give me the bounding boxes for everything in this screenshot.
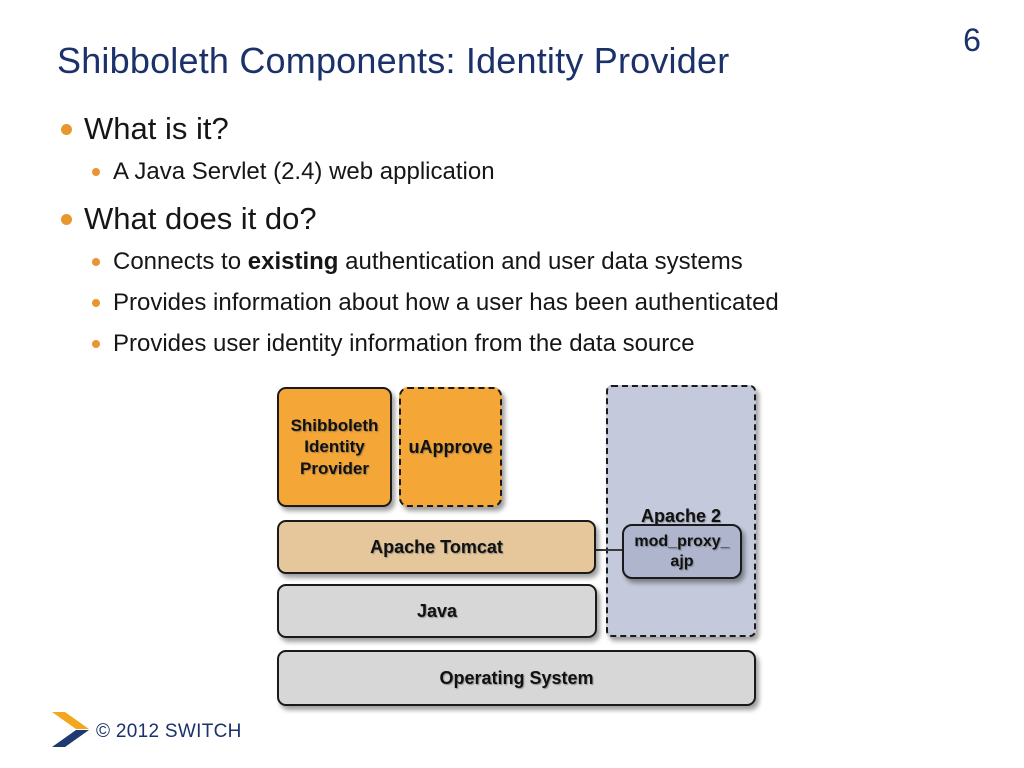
bullet-heading-label: What does it do? [84, 201, 317, 236]
diagram-box-mod-proxy-ajp: mod_proxy_ ajp [622, 524, 742, 579]
bullet-icon [92, 258, 100, 266]
bullet-item: Connects to existing authentication and … [92, 248, 743, 276]
bullet-icon [92, 168, 100, 176]
slide-number: 6 [963, 22, 981, 58]
bullet-heading-label: What is it? [84, 111, 229, 146]
bullet-text: authentication and user data systems [338, 248, 743, 275]
bullet-item-label: Provides information about how a user ha… [113, 289, 779, 316]
diagram-box-operating-system: Operating System [277, 650, 756, 706]
bullet-text: Provides information about how a user ha… [113, 289, 779, 316]
diagram-box-shibboleth-identity-provider: Shibboleth Identity Provider [277, 387, 392, 507]
bullet-item-label: Connects to existing authentication and … [113, 248, 743, 275]
bullet-icon [61, 214, 72, 225]
bullet-item: Provides information about how a user ha… [92, 289, 779, 317]
bullet-text: Provides user identity information from … [113, 330, 695, 357]
bullet-text: Connects to [113, 248, 248, 275]
bullet-item-label: A Java Servlet (2.4) web application [113, 158, 495, 185]
diagram-box-apache-tomcat: Apache Tomcat [277, 520, 596, 574]
diagram-box-apache2: Apache 2 [606, 385, 756, 637]
bullet-text-bold: existing [247, 248, 339, 275]
copyright-text: © 2012 SWITCH [96, 721, 242, 742]
bullet-heading-what-does-it-do: What does it do? [61, 201, 317, 237]
bullet-item: A Java Servlet (2.4) web application [92, 158, 495, 186]
bullet-text: A Java Servlet (2.4) web application [113, 158, 495, 185]
bullet-item: Provides user identity information from … [92, 330, 695, 358]
page-title: Shibboleth Components: Identity Provider [57, 40, 730, 81]
bullet-icon [61, 124, 72, 135]
bullet-item-label: Provides user identity information from … [113, 330, 695, 357]
bullet-icon [92, 299, 100, 307]
diagram-box-java: Java [277, 584, 597, 638]
diagram-connector-line [596, 549, 623, 551]
diagram-box-apache2-label: Apache 2 [640, 506, 722, 526]
switch-logo-icon [52, 712, 89, 747]
bullet-heading-what-is-it: What is it? [61, 111, 229, 147]
bullet-icon [92, 340, 100, 348]
diagram-box-uapprove: uApprove [399, 387, 502, 507]
